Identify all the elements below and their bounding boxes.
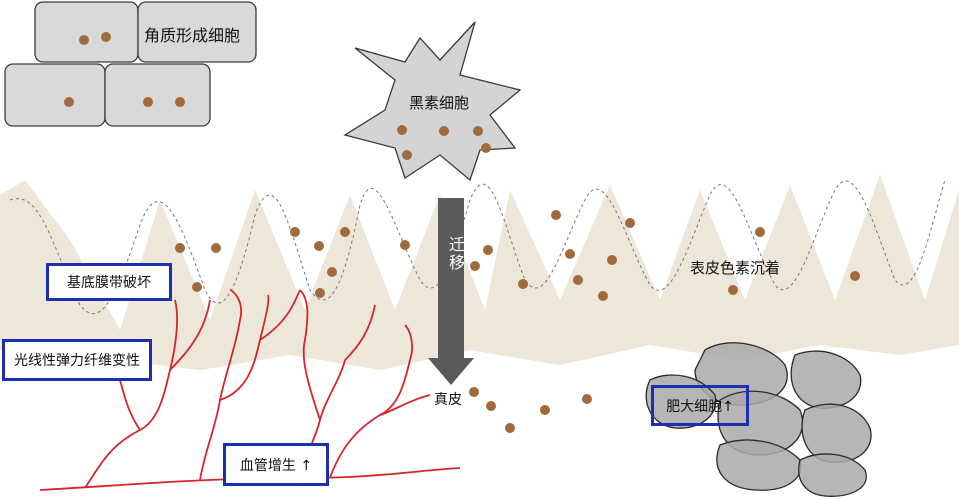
keratinocyte-label-cell bbox=[137, 1, 257, 63]
dermal-melanin bbox=[469, 387, 592, 433]
melanin-granule bbox=[481, 143, 491, 153]
angiogenesis-box: 血管增生 ↑ bbox=[223, 443, 329, 486]
migration-arrow bbox=[428, 198, 474, 385]
mast-cells bbox=[645, 342, 872, 497]
mast-cell bbox=[790, 350, 862, 409]
melanocyte-label: 黑素细胞 bbox=[409, 94, 470, 112]
basement-membrane-damage-box: 基底膜带破坏 bbox=[46, 263, 172, 301]
keratinocyte-cell bbox=[4, 63, 106, 127]
mast-cell bbox=[717, 390, 804, 456]
elastic-fiber-degeneration-label: 光线性弹力纤维变性 bbox=[14, 353, 140, 369]
keratinocyte-cell bbox=[34, 1, 139, 63]
melanocyte bbox=[343, 21, 522, 182]
mast-cell bbox=[645, 374, 717, 429]
epidermal-pigmentation-label: 表皮色素沉着 bbox=[690, 259, 781, 277]
melanin-granule bbox=[473, 126, 483, 136]
melanin-granule bbox=[402, 150, 412, 160]
keratinocyte-group bbox=[4, 1, 257, 127]
melanin-granule bbox=[175, 97, 185, 107]
dermis-label: 真皮 bbox=[434, 392, 462, 408]
melanin-granule bbox=[397, 125, 407, 135]
melanin-granule bbox=[64, 97, 74, 107]
keratinocyte-label: 角质形成细胞 bbox=[144, 26, 241, 45]
mast-cell-label: 肥大细胞↑ bbox=[666, 398, 734, 415]
basement-membrane-line bbox=[9, 179, 946, 315]
mast-cell bbox=[716, 439, 802, 491]
basement-membrane-damage-label: 基底膜带破坏 bbox=[67, 275, 151, 291]
melanin-granule bbox=[143, 97, 153, 107]
migration-label: 迁移 bbox=[446, 236, 465, 272]
mast-cell bbox=[801, 403, 872, 463]
mast-cell bbox=[798, 453, 867, 497]
angiogenesis-label: 血管增生 ↑ bbox=[239, 457, 313, 474]
melanin-granule bbox=[439, 126, 449, 136]
melanin-granule bbox=[101, 32, 111, 42]
melanin-granule bbox=[79, 35, 89, 45]
keratinocyte-cell bbox=[104, 63, 211, 127]
epidermal-melanin bbox=[175, 210, 860, 301]
elastic-fiber-degeneration-box: 光线性弹力纤维变性 bbox=[2, 339, 152, 381]
mast-cell-box: 肥大细胞↑ bbox=[651, 385, 749, 426]
